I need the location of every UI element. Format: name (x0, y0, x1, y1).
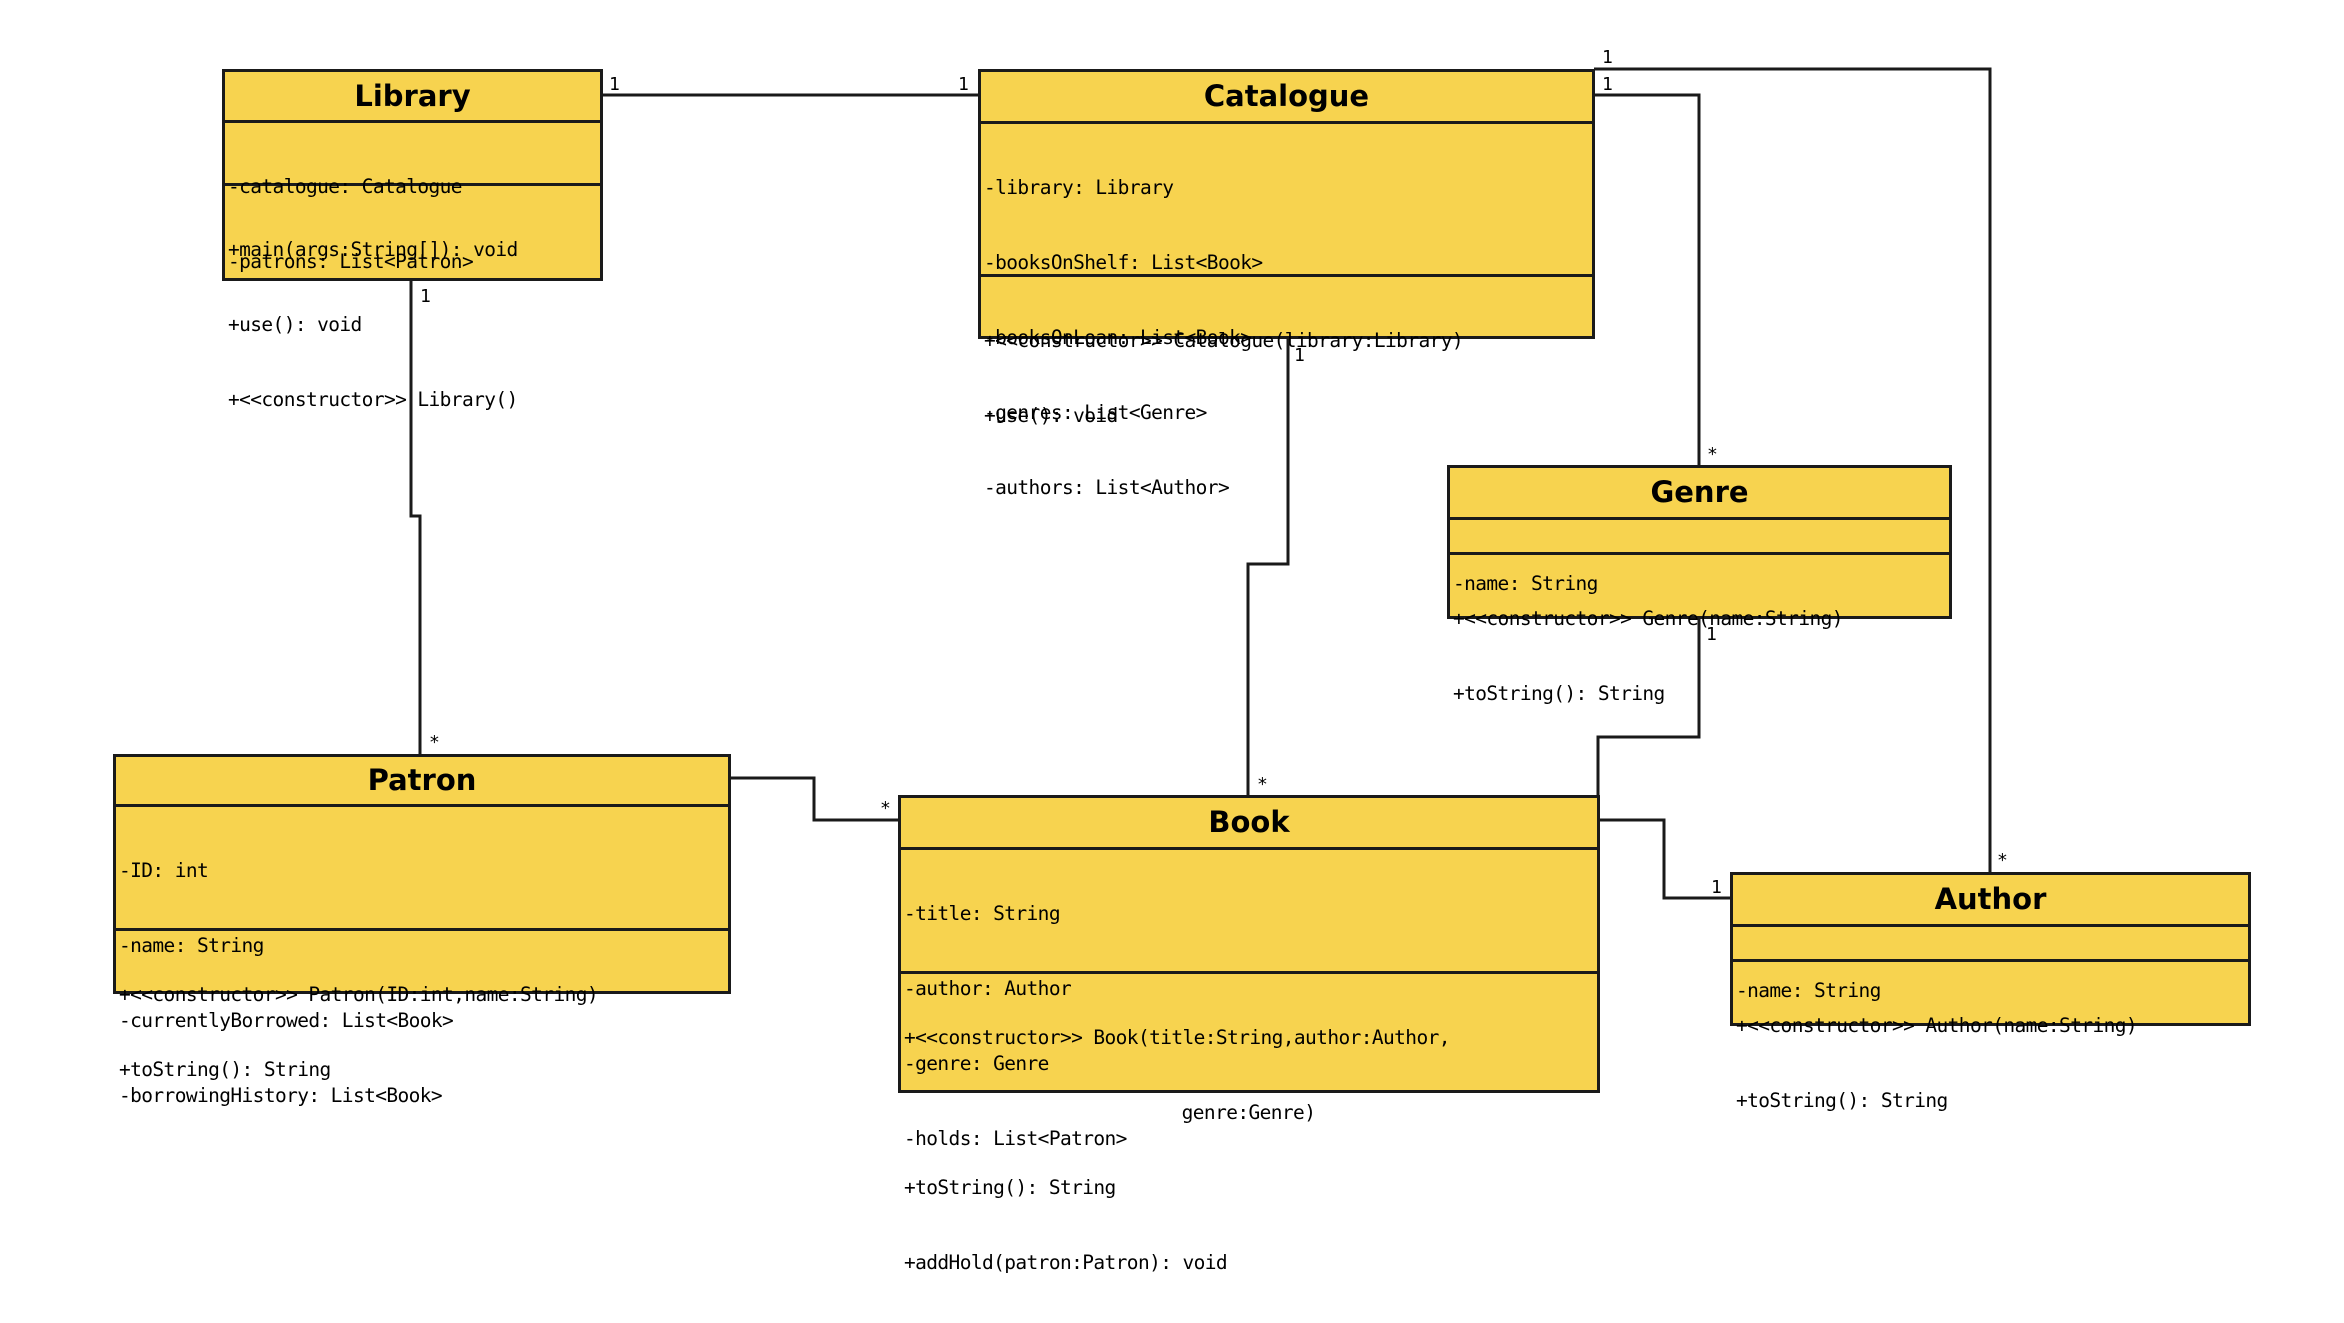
attribute: -catalogue: Catalogue (228, 175, 463, 198)
operation: +<<constructor>> Author(name:String) (1736, 1014, 2138, 1037)
assoc-catalogue-genre (1594, 93, 1701, 465)
operations-section: +<<constructor>> Patron(ID:int,name:Stri… (116, 931, 728, 1130)
assoc-genre-book (1596, 618, 1701, 796)
operation: +<<constructor>> Patron(ID:int,name:Stri… (119, 983, 599, 1006)
mult-catalogue-genre-catalogue: 1 (1602, 74, 1613, 95)
class-name: Catalogue (981, 72, 1592, 124)
attribute: -title: String (904, 902, 1061, 925)
attribute: -booksOnShelf: List<Book> (984, 251, 1263, 274)
assoc-library-patron (409, 281, 422, 754)
operation: +use(): void (984, 404, 1118, 427)
assoc-catalogue-book (1246, 338, 1290, 796)
class-name: Genre (1450, 468, 1949, 520)
mult-library-patron-patron: * (429, 732, 440, 753)
class-name: Author (1733, 875, 2248, 927)
operations-section: +<<constructor>> Catalogue(library:Libra… (981, 277, 1592, 476)
operation: +<<constructor>> Genre(name:String) (1453, 607, 1844, 630)
attributes-section: -ID: int -name: String -currentlyBorrowe… (116, 807, 728, 1107)
mult-catalogue-book-catalogue: 1 (1294, 345, 1305, 366)
operation: +toString(): String (1453, 682, 1665, 705)
assoc-patron-book (729, 776, 900, 822)
operation: +use(): void (228, 313, 362, 336)
operation: +main(args:String[]): void (228, 238, 518, 261)
mult-patron-book-book: * (880, 798, 891, 819)
class-name: Patron (116, 757, 728, 807)
operation: +toString(): String (119, 1058, 331, 1081)
class-catalogue: Catalogue -library: Library -booksOnShel… (978, 69, 1595, 499)
class-library: Library -catalogue: Catalogue -patrons: … (222, 69, 603, 411)
operation: +<<constructor>> Library() (228, 388, 518, 411)
class-author: Author -name: String +<<constructor>> Au… (1730, 872, 2251, 1112)
attribute: -patrons: List<Patron> (228, 250, 474, 273)
attribute: -name: String (1736, 979, 1881, 1002)
assoc-book-author (1598, 818, 1732, 900)
attribute: -genres: List<Genre> (984, 401, 1207, 424)
attributes-section: -title: String -author: Author -genre: G… (901, 850, 1597, 1150)
class-name: Book (901, 798, 1597, 850)
association-lines: 1 1 1 * 1 * 1 * 1 * 1 * 1 (409, 47, 2008, 900)
operation: +toString(): String (1736, 1089, 1948, 1112)
attribute: -currentlyBorrowed: List<Book> (119, 1009, 454, 1032)
attributes-section: -library: Library -booksOnShelf: List<Bo… (981, 124, 1592, 499)
mult-catalogue-book-book: * (1257, 774, 1268, 795)
mult-library-catalogue-catalogue: 1 (958, 74, 969, 95)
operation: +<<constructor>> Catalogue(library:Libra… (984, 329, 1464, 352)
class-name: Library (225, 72, 600, 123)
operation: +addHold(patron:Patron): void (904, 1251, 1228, 1274)
attribute: -library: Library (984, 176, 1174, 199)
attribute: -booksOnLoan: List<Book> (984, 326, 1252, 349)
mult-genre-book-genre: 1 (1706, 624, 1717, 645)
attribute: -authors: List<Author> (984, 476, 1230, 499)
attribute: -name: String (119, 934, 264, 957)
attributes-section: -catalogue: Catalogue -patrons: List<Pat… (225, 123, 600, 273)
operation: +<<constructor>> Book(title:String,autho… (904, 1026, 1450, 1049)
operation: +toString(): String (904, 1176, 1116, 1199)
mult-catalogue-genre-genre: * (1707, 444, 1718, 465)
class-genre: Genre -name: String +<<constructor>> Gen… (1447, 465, 1952, 705)
uml-class-diagram: 1 1 1 * 1 * 1 * 1 * 1 * 1 Library -catal… (113, 47, 2251, 1274)
attribute: -ID: int (119, 859, 209, 882)
operation-continuation: genre:Genre) (1181, 1101, 1316, 1124)
assoc-catalogue-author (1594, 67, 1992, 872)
attribute: -genre: Genre (904, 1052, 1049, 1075)
mult-catalogue-author-catalogue: 1 (1602, 47, 1613, 68)
attribute: -author: Author (904, 977, 1072, 1000)
class-book: Book -title: String -author: Author -gen… (898, 795, 1600, 1274)
mult-library-catalogue-library: 1 (609, 74, 620, 95)
operations-section: +main(args:String[]): void +use(): void … (225, 186, 600, 460)
mult-book-author-author: 1 (1711, 877, 1722, 898)
class-patron: Patron -ID: int -name: String -currently… (113, 754, 731, 1107)
operations-section: +<<constructor>> Author(name:String) +to… (1733, 962, 2248, 1161)
operations-section: +<<constructor>> Genre(name:String) +toS… (1450, 555, 1949, 754)
mult-catalogue-author-author: * (1997, 850, 2008, 871)
attribute: -name: String (1453, 572, 1598, 595)
attribute: -holds: List<Patron> (904, 1127, 1127, 1150)
attributes-section: -name: String (1733, 927, 2248, 1002)
mult-library-patron-library: 1 (420, 286, 431, 307)
attribute: -borrowingHistory: List<Book> (119, 1084, 443, 1107)
attributes-section: -name: String (1450, 520, 1949, 595)
